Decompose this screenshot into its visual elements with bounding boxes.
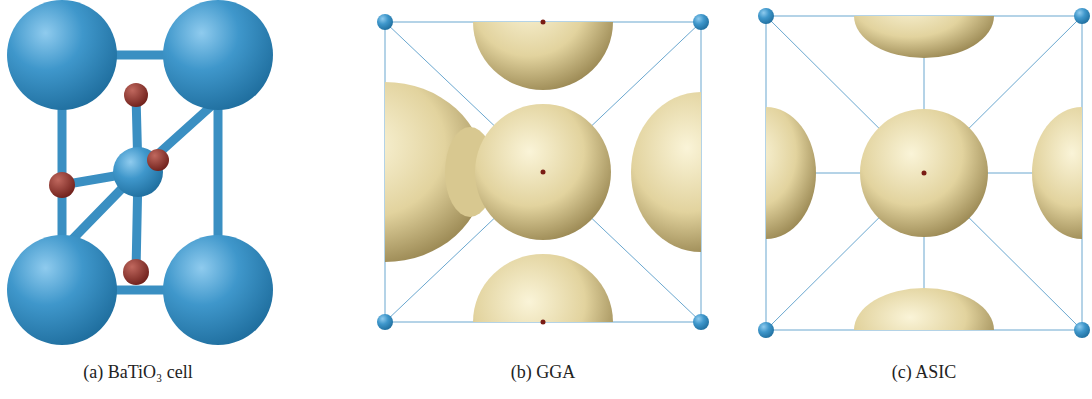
panel-caption: (c) ASIC (892, 362, 957, 383)
panel-caption: (a) BaTiO₃ cell (83, 362, 193, 383)
unit-cell (7, 0, 273, 345)
asic-isosurface (716, 0, 1092, 372)
gga-isosurface (285, 0, 771, 390)
panel-caption: (b) GGA (511, 362, 576, 383)
